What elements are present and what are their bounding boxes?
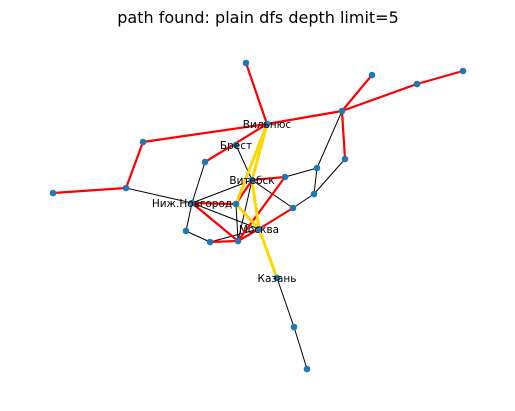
figure-title: path found: plain dfs depth limit=5 — [117, 8, 399, 27]
edge — [191, 179, 253, 204]
graph-node — [201, 158, 209, 166]
node-layer — [49, 59, 467, 373]
graph-node — [248, 176, 256, 184]
graph-node — [413, 80, 421, 88]
edge — [185, 230, 211, 243]
graph-node — [263, 120, 271, 128]
graph-node — [182, 227, 190, 235]
graph-node — [289, 204, 297, 212]
tree-edge — [236, 227, 261, 243]
edge — [235, 144, 253, 181]
edge — [209, 228, 260, 243]
graph-node — [232, 141, 240, 149]
tree-edge — [250, 175, 287, 182]
tree-edge — [190, 201, 240, 243]
tree-edge — [415, 69, 465, 86]
tree-edge — [208, 239, 240, 244]
node-label: Брест — [220, 140, 252, 152]
graph-node — [234, 237, 242, 245]
graph-node — [206, 238, 214, 246]
edge — [276, 277, 295, 328]
edge — [125, 187, 193, 204]
edge — [237, 179, 253, 242]
label-layer: ВильнюсБрестВитебскНиж.НовгородМоскваКаз… — [152, 119, 297, 285]
edge — [293, 326, 308, 370]
tree-edge — [340, 109, 347, 161]
tree-edge — [124, 140, 145, 190]
graph-node — [188, 199, 196, 207]
edge — [313, 158, 346, 195]
graph-node — [49, 189, 57, 197]
edge — [235, 203, 239, 242]
path-edge — [250, 178, 261, 231]
graph-node — [232, 200, 240, 208]
tree-edge — [244, 61, 269, 126]
graph-node — [313, 164, 321, 172]
tree-edge — [340, 82, 419, 113]
graph-node — [122, 184, 130, 192]
graph-node — [242, 59, 250, 67]
graph-node — [368, 71, 376, 79]
node-label: Вильнюс — [243, 119, 292, 131]
edge — [316, 110, 343, 169]
graph-node — [290, 323, 298, 331]
graph-node — [281, 173, 289, 181]
edge — [191, 161, 206, 204]
graph-node — [303, 365, 311, 373]
node-label: Витебск — [229, 175, 274, 187]
graph-node — [255, 225, 263, 233]
tree-edge — [141, 122, 269, 144]
tree-edge — [257, 206, 295, 231]
tree-edge — [340, 73, 374, 113]
tree-edge — [265, 109, 344, 126]
node-label: Казань — [258, 273, 297, 285]
edge — [191, 202, 260, 230]
edge — [313, 167, 318, 195]
edge — [292, 193, 315, 209]
tree-edge — [51, 186, 128, 195]
graph-node — [338, 107, 346, 115]
graph-node — [139, 138, 147, 146]
graph-node — [273, 274, 281, 282]
graph-node — [341, 155, 349, 163]
node-label: Москва — [239, 224, 279, 236]
path-edge — [234, 122, 269, 206]
path-edge — [257, 227, 279, 280]
edge — [284, 167, 318, 178]
node-label: Ниж.Новгород — [152, 198, 232, 210]
path-edge — [234, 202, 261, 231]
edge-layer — [51, 61, 465, 370]
graph-node — [459, 67, 467, 75]
tree-edge — [190, 201, 238, 206]
tree-edge — [236, 175, 287, 243]
edge — [185, 202, 193, 232]
graph-node — [310, 190, 318, 198]
